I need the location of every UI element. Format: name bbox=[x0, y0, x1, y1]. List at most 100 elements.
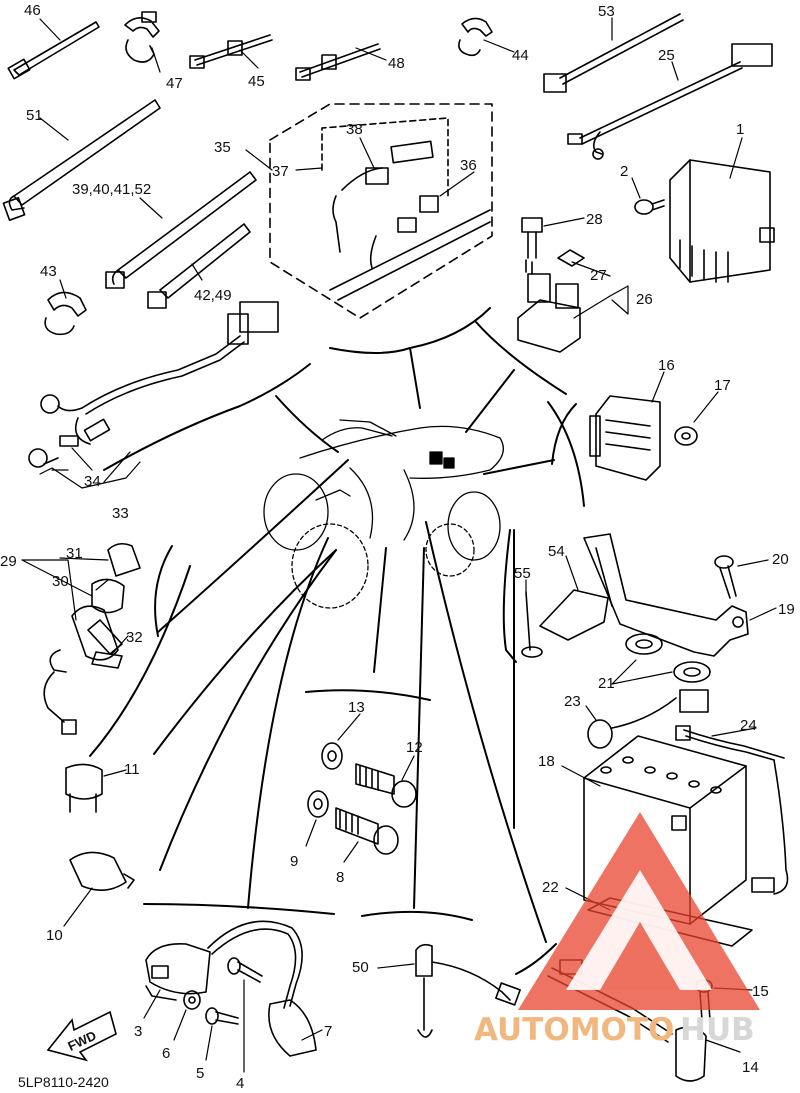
callout-44: 44 bbox=[512, 47, 529, 64]
callout-4: 4 bbox=[236, 1075, 244, 1092]
forward-direction-arrow bbox=[46, 1010, 117, 1062]
clamp-47 bbox=[124, 11, 160, 63]
callout-39-40-41-52: 39,40,41,52 bbox=[72, 181, 151, 198]
ignition-coil-3 bbox=[145, 943, 211, 1001]
callout-27: 27 bbox=[590, 267, 607, 284]
washer-13 bbox=[321, 742, 343, 770]
callout-45: 45 bbox=[248, 73, 265, 90]
starter-relay-26 bbox=[517, 259, 581, 353]
callout-9: 9 bbox=[290, 853, 298, 870]
cdi-unit-1 bbox=[669, 159, 775, 283]
callout-53: 53 bbox=[598, 3, 615, 20]
washer-6 bbox=[183, 990, 201, 1010]
callout-42-49: 42,49 bbox=[194, 287, 232, 304]
callout-37: 37 bbox=[272, 163, 289, 180]
watermark-word-right: HUB bbox=[680, 1012, 755, 1048]
part-code: 5LP8110-2420 bbox=[18, 1074, 109, 1090]
callout-2: 2 bbox=[620, 163, 628, 180]
callout-50: 50 bbox=[352, 959, 369, 976]
callout-33: 33 bbox=[112, 505, 129, 522]
callout-15: 15 bbox=[752, 983, 769, 1000]
spark-plug-cap-7 bbox=[207, 920, 317, 1057]
clamp-44 bbox=[458, 17, 493, 57]
callout-7: 7 bbox=[324, 1023, 332, 1040]
bolt-2 bbox=[634, 199, 665, 215]
callout-21: 21 bbox=[598, 675, 615, 692]
switch-12 bbox=[355, 763, 417, 808]
callout-28: 28 bbox=[586, 211, 603, 228]
callout-23: 23 bbox=[564, 693, 581, 710]
callout-46: 46 bbox=[24, 2, 41, 19]
callout-38: 38 bbox=[346, 121, 363, 138]
key-32 bbox=[91, 651, 123, 669]
bolt-4 bbox=[227, 957, 263, 983]
fwd-label: FWD bbox=[65, 1028, 98, 1054]
callout-35: 35 bbox=[214, 139, 231, 156]
callout-34: 34 bbox=[84, 473, 101, 490]
washer-9 bbox=[307, 790, 329, 818]
callout-24: 24 bbox=[740, 717, 757, 734]
cable-tie-46 bbox=[7, 21, 100, 80]
harness-group-35 bbox=[269, 103, 493, 319]
bracket-19 bbox=[583, 533, 749, 657]
rectifier-regulator-16 bbox=[589, 395, 661, 481]
watermark-logo bbox=[518, 812, 760, 1010]
grommets-21 bbox=[625, 633, 711, 683]
callout-13: 13 bbox=[348, 699, 365, 716]
sensor-50 bbox=[415, 943, 521, 1038]
tie-42 bbox=[147, 223, 251, 309]
callout-1: 1 bbox=[736, 121, 744, 138]
atv-outline bbox=[263, 419, 504, 609]
sensor-8 bbox=[335, 807, 399, 855]
callout-8: 8 bbox=[336, 869, 344, 886]
tie-51 bbox=[2, 99, 161, 221]
callout-26: 26 bbox=[636, 291, 653, 308]
callout-25: 25 bbox=[658, 47, 675, 64]
callout-55: 55 bbox=[514, 565, 531, 582]
callout-16: 16 bbox=[658, 357, 675, 374]
callout-lines bbox=[21, 17, 777, 1073]
callout-12: 12 bbox=[406, 739, 423, 756]
leader-lines bbox=[89, 307, 585, 975]
callout-17: 17 bbox=[714, 377, 731, 394]
cover-27 bbox=[557, 249, 585, 267]
nut-17 bbox=[674, 426, 698, 446]
callout-30: 30 bbox=[52, 573, 69, 590]
callout-48: 48 bbox=[388, 55, 405, 72]
callout-51: 51 bbox=[26, 107, 43, 124]
callout-29: 29 bbox=[0, 553, 17, 570]
pin-55 bbox=[521, 591, 543, 658]
callout-54: 54 bbox=[548, 543, 565, 560]
wire-harness-33 bbox=[28, 301, 279, 468]
watermark-word-left: AUTOMOTO bbox=[474, 1012, 674, 1048]
callout-20: 20 bbox=[772, 551, 789, 568]
switch-11 bbox=[65, 763, 103, 813]
tie-53 bbox=[543, 13, 684, 93]
callout-32: 32 bbox=[126, 629, 143, 646]
callout-5: 5 bbox=[196, 1065, 204, 1082]
callout-18: 18 bbox=[538, 753, 555, 770]
battery-lead-24 bbox=[675, 725, 789, 895]
callout-14: 14 bbox=[742, 1059, 759, 1076]
bolt-20 bbox=[714, 555, 737, 599]
sensor-10 bbox=[69, 851, 135, 891]
callout-19: 19 bbox=[778, 601, 795, 618]
callout-36: 36 bbox=[460, 157, 477, 174]
callout-47: 47 bbox=[166, 75, 183, 92]
callout-22: 22 bbox=[542, 879, 559, 896]
clamp-43 bbox=[44, 291, 87, 336]
callout-43: 43 bbox=[40, 263, 57, 280]
tie-39 bbox=[105, 171, 257, 289]
tie-45 bbox=[189, 34, 273, 69]
sub-lead-25 bbox=[567, 43, 773, 160]
callout-6: 6 bbox=[162, 1045, 170, 1062]
battery-cap-23 bbox=[587, 689, 709, 749]
callout-11: 11 bbox=[124, 761, 140, 778]
stay-54 bbox=[539, 589, 609, 641]
tie-48 bbox=[295, 43, 381, 81]
bolt-5 bbox=[205, 1007, 239, 1025]
callout-3: 3 bbox=[134, 1023, 142, 1040]
